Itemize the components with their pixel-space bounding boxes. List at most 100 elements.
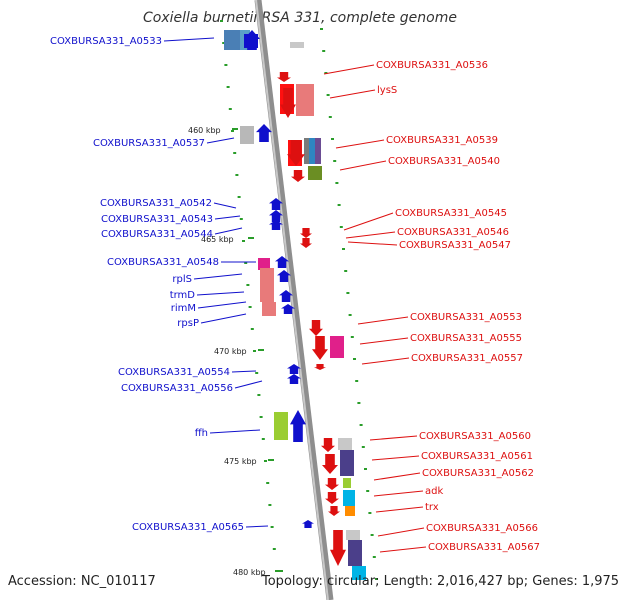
gene-label-right[interactable]: COXBURSA331_A0553 — [410, 312, 522, 323]
gene-label-right[interactable]: COXBURSA331_A0540 — [388, 156, 500, 167]
label-leader-line — [234, 380, 263, 389]
gene-label-left[interactable]: COXBURSA331_A0544 — [101, 229, 213, 240]
gene-block[interactable] — [304, 138, 310, 164]
reverse-gene-arrow[interactable] — [312, 336, 328, 360]
gene-label-right[interactable]: COXBURSA331_A0566 — [426, 523, 538, 534]
gene-block[interactable] — [346, 530, 360, 540]
reverse-gene-arrow[interactable] — [314, 364, 326, 370]
reverse-gene-arrow[interactable] — [322, 454, 338, 474]
gene-label-right[interactable]: COXBURSA331_A0547 — [399, 240, 511, 251]
gene-label-left[interactable]: COXBURSA331_A0565 — [132, 522, 244, 533]
gene-label-left[interactable]: ffh — [195, 428, 208, 439]
gene-block[interactable] — [240, 126, 254, 144]
forward-gene-arrow[interactable] — [302, 520, 314, 528]
gene-label-right[interactable]: COXBURSA331_A0545 — [395, 208, 507, 219]
gene-label-left[interactable]: COXBURSA331_A0542 — [100, 198, 212, 209]
gene-label-left[interactable]: rimM — [171, 303, 196, 314]
gene-label-right[interactable]: COXBURSA331_A0560 — [419, 431, 531, 442]
gene-label-right[interactable]: COXBURSA331_A0555 — [410, 333, 522, 344]
gene-label-right[interactable]: COXBURSA331_A0539 — [386, 135, 498, 146]
reverse-gene-arrow[interactable] — [325, 478, 339, 490]
reverse-gene-arrow[interactable] — [280, 88, 296, 118]
ruler-dot — [375, 578, 378, 580]
label-leader-line — [361, 357, 410, 365]
reverse-gene-arrow[interactable] — [291, 170, 305, 182]
gene-label-right[interactable]: COXBURSA331_A0536 — [376, 60, 488, 71]
gene-label-right[interactable]: COXBURSA331_A0557 — [411, 353, 523, 364]
gene-block[interactable] — [260, 268, 274, 302]
gene-label-right[interactable]: COXBURSA331_A0567 — [428, 542, 540, 553]
gene-label-left[interactable]: COXBURSA331_A0537 — [93, 138, 205, 149]
reverse-gene-arrow[interactable] — [328, 506, 340, 516]
reverse-gene-arrow[interactable] — [287, 140, 305, 166]
gene-block[interactable] — [340, 450, 354, 476]
gene-block[interactable] — [345, 506, 355, 516]
reverse-gene-arrow[interactable] — [325, 492, 339, 504]
gene-label-right[interactable]: COXBURSA331_A0562 — [422, 468, 534, 479]
ruler-dot — [255, 372, 259, 374]
forward-gene-arrow[interactable] — [287, 364, 301, 374]
label-leader-line — [196, 291, 245, 296]
ruler-dot — [368, 512, 372, 514]
forward-gene-arrow[interactable] — [244, 30, 260, 50]
gene-label-left[interactable]: COXBURSA331_A0554 — [118, 367, 230, 378]
label-leader-line — [373, 472, 421, 481]
reverse-gene-arrow[interactable] — [309, 320, 323, 336]
forward-gene-arrow[interactable] — [269, 220, 283, 230]
ruler-dot — [322, 50, 326, 52]
reverse-gene-arrow[interactable] — [330, 530, 346, 566]
gene-block[interactable] — [338, 438, 352, 450]
gene-block[interactable] — [258, 258, 270, 270]
gene-block[interactable] — [274, 412, 288, 440]
label-leader-line — [369, 435, 418, 441]
label-leader-line — [379, 546, 427, 553]
label-leader-line — [345, 231, 396, 239]
forward-gene-arrow[interactable] — [269, 198, 283, 210]
forward-gene-arrow[interactable] — [275, 256, 289, 268]
ruler-dot — [339, 226, 343, 228]
ruler-dot — [337, 204, 341, 206]
gene-label-right[interactable]: COXBURSA331_A0561 — [421, 451, 533, 462]
gene-block[interactable] — [296, 84, 314, 116]
reverse-gene-arrow[interactable] — [300, 228, 312, 238]
gene-label-left[interactable]: COXBURSA331_A0543 — [101, 214, 213, 225]
gene-label-right[interactable]: adk — [425, 486, 443, 497]
gene-label-right[interactable]: lysS — [377, 85, 397, 96]
forward-gene-arrow[interactable] — [256, 124, 272, 142]
gene-label-left[interactable]: trmD — [170, 290, 196, 301]
gene-block[interactable] — [348, 540, 362, 566]
forward-gene-arrow[interactable] — [279, 290, 293, 302]
reverse-gene-arrow[interactable] — [277, 72, 291, 82]
reverse-gene-arrow[interactable] — [321, 438, 335, 452]
gene-label-left[interactable]: COXBURSA331_A0533 — [50, 36, 162, 47]
scale-tick-mark — [268, 459, 274, 461]
gene-block[interactable] — [308, 166, 322, 180]
gene-label-right[interactable]: COXBURSA331_A0546 — [397, 227, 509, 238]
forward-gene-arrow[interactable] — [290, 410, 306, 442]
gene-label-left[interactable]: rpsP — [177, 318, 199, 329]
gene-block[interactable] — [352, 566, 366, 580]
gene-label-left[interactable]: COXBURSA331_A0556 — [121, 383, 233, 394]
ruler-dot — [370, 534, 374, 536]
gene-label-right[interactable]: trx — [425, 502, 439, 513]
gene-block[interactable] — [330, 336, 344, 358]
label-leader-line — [343, 212, 394, 231]
gene-block[interactable] — [224, 30, 240, 50]
ruler-dot — [233, 152, 237, 154]
gene-block[interactable] — [309, 138, 315, 164]
gene-block[interactable] — [315, 138, 321, 164]
reverse-gene-arrow[interactable] — [300, 238, 312, 248]
gene-label-left[interactable]: COXBURSA331_A0548 — [107, 257, 219, 268]
forward-gene-arrow[interactable] — [287, 374, 301, 384]
forward-gene-arrow[interactable] — [281, 304, 295, 314]
gene-block[interactable] — [290, 42, 304, 48]
gene-block[interactable] — [262, 302, 276, 316]
scale-tick-mark — [258, 349, 264, 351]
gene-block[interactable] — [343, 478, 351, 488]
gene-block[interactable] — [343, 490, 355, 506]
forward-gene-arrow[interactable] — [269, 210, 283, 222]
gene-label-left[interactable]: rplS — [172, 274, 192, 285]
forward-gene-arrow[interactable] — [277, 270, 291, 282]
label-leader-line — [231, 370, 257, 373]
